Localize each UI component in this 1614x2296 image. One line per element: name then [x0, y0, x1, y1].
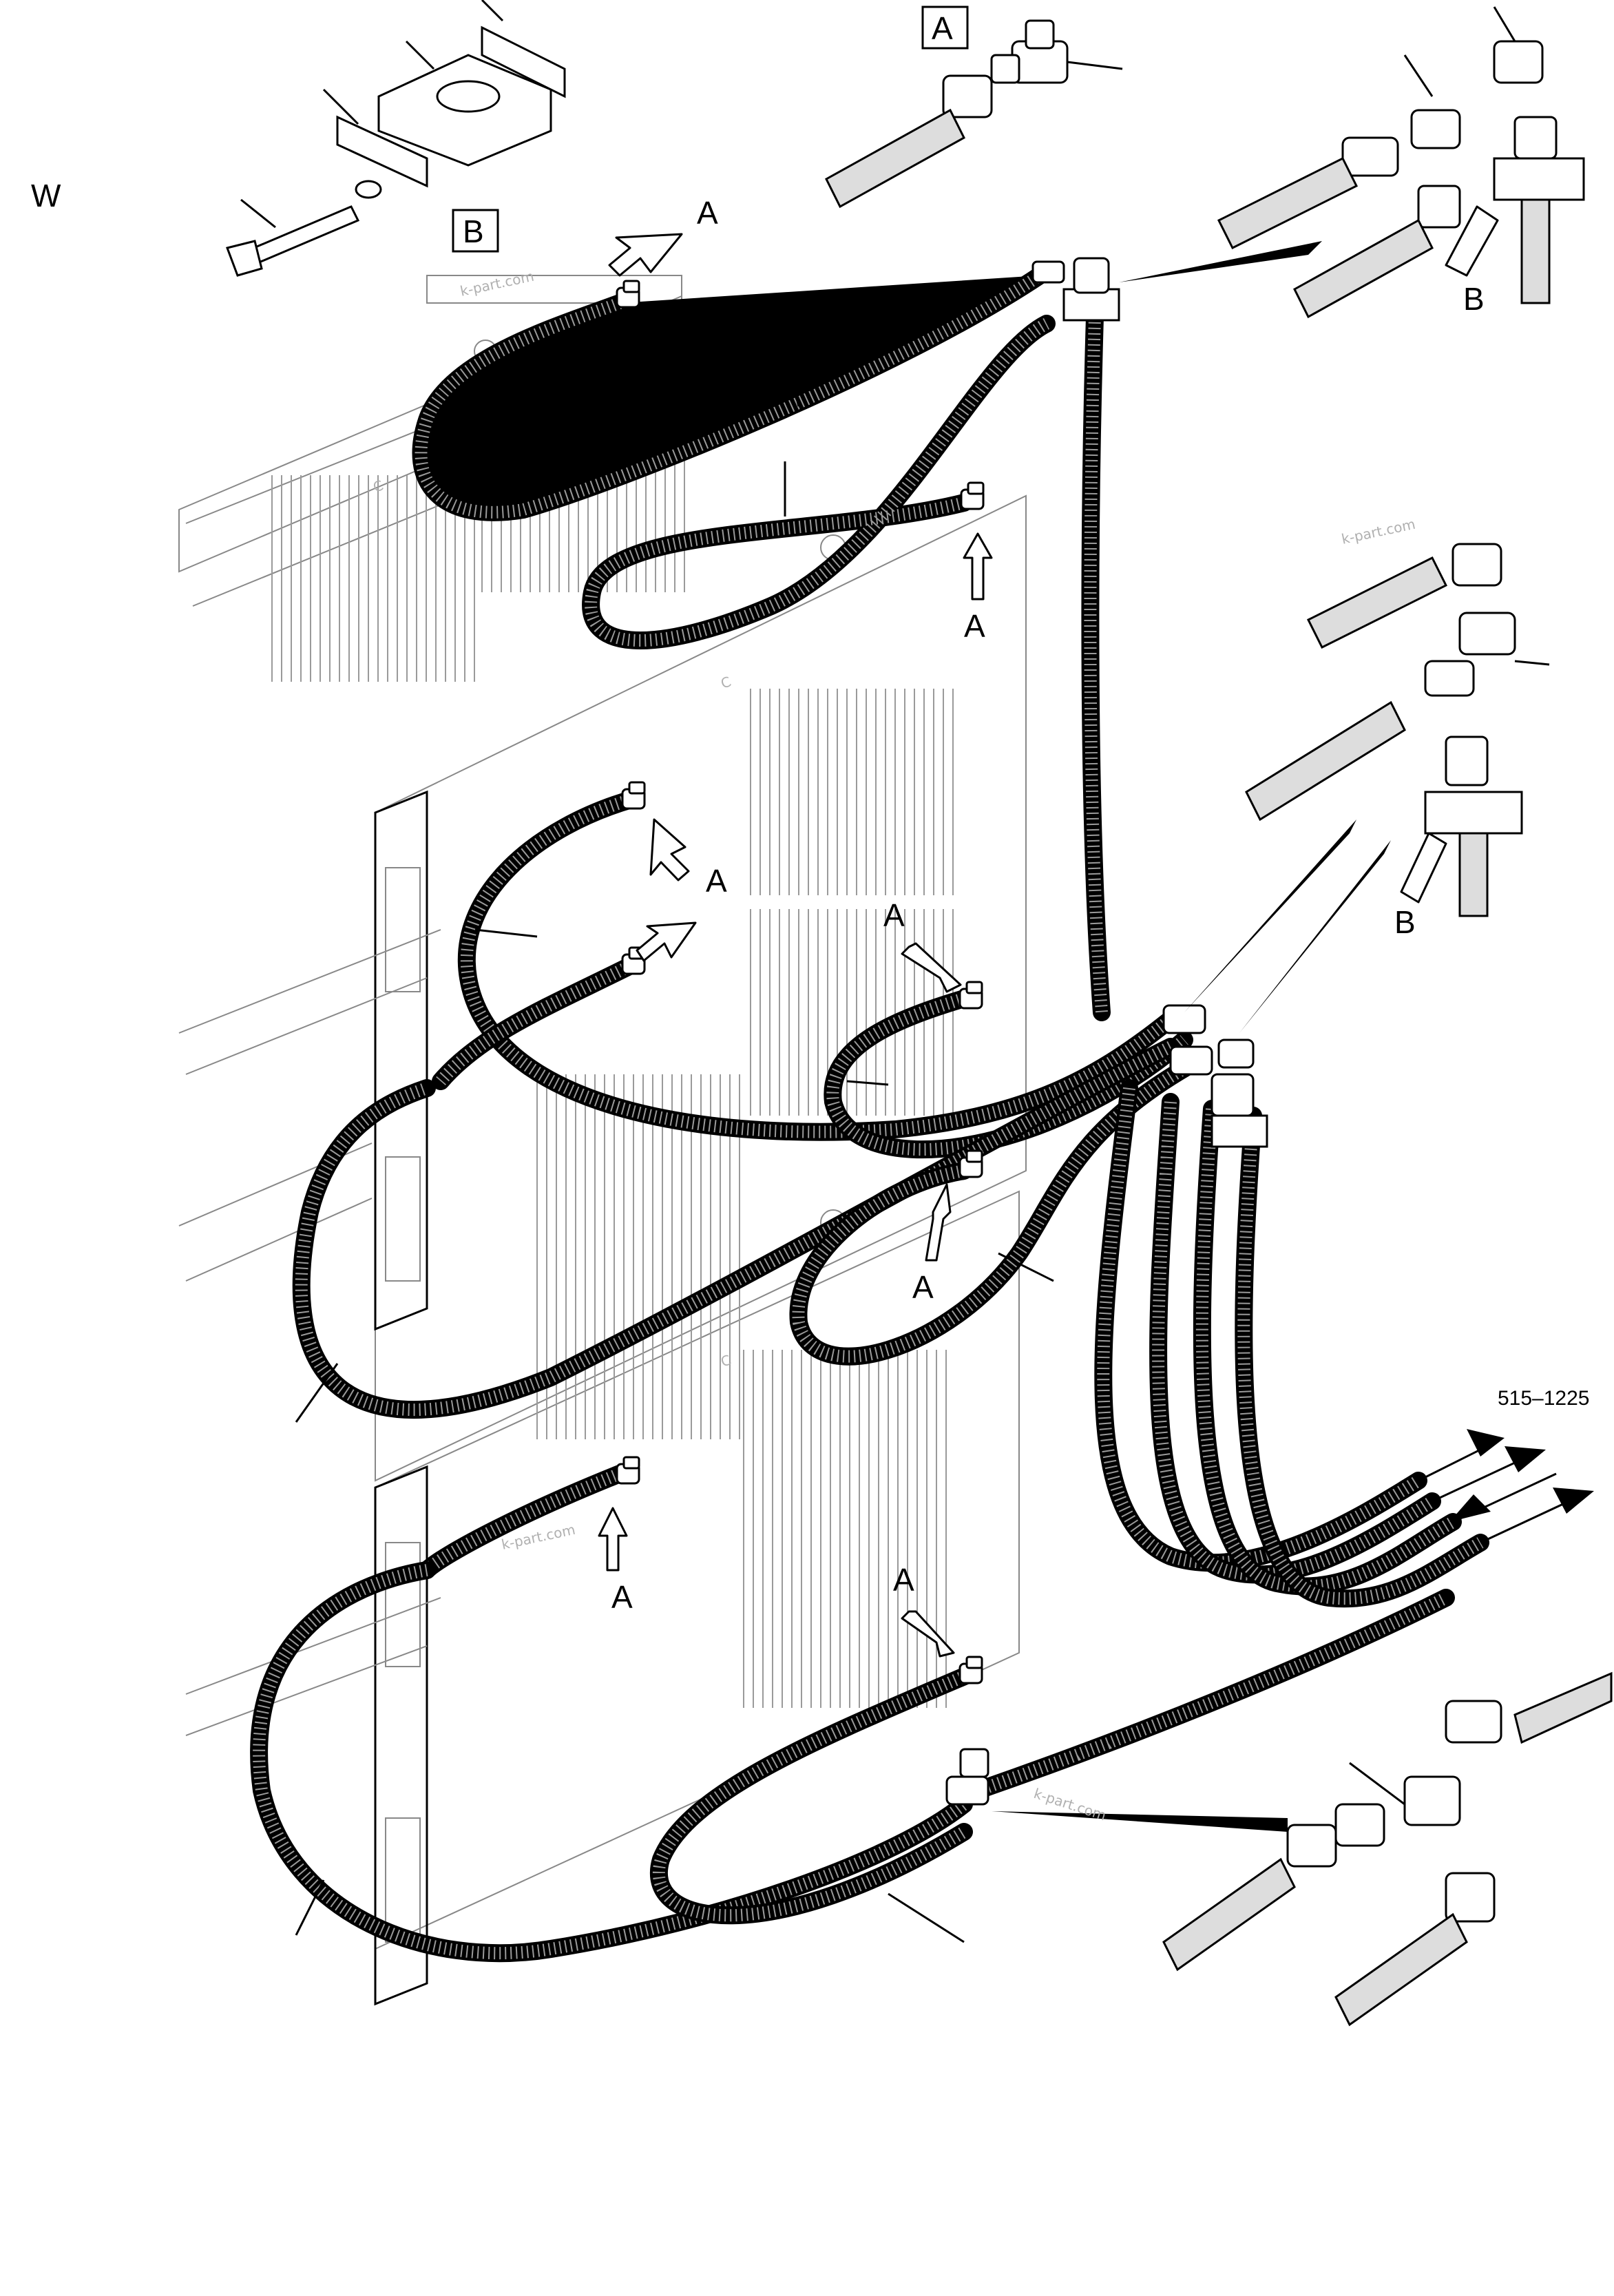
hose-lower-to-bundle: [969, 1589, 1455, 1799]
callout-label-a-6: A: [611, 1579, 633, 1615]
hose-bundle-down-2: [1149, 1093, 1441, 1584]
fitting-upper-1: [616, 280, 640, 309]
detail-box-a: A: [921, 6, 969, 50]
callout-label-a-4: A: [883, 897, 905, 933]
callout-label-a-5: A: [912, 1269, 934, 1305]
svg-text:k-part.com: k-part.com: [1031, 1785, 1108, 1824]
hose-middle-1: [457, 790, 1180, 1141]
svg-text:B: B: [463, 213, 484, 249]
svg-text:C: C: [371, 477, 386, 495]
leader-lines: [295, 351, 1054, 1943]
hose-lower-big-loop: [250, 1561, 973, 1963]
hose-middle-lower-loop: [789, 1052, 1207, 1366]
detail-middle-right: [1245, 543, 1550, 917]
flow-arrows: [1418, 1429, 1594, 1544]
hose-upper-2: [582, 315, 1056, 649]
hose-middle-3: [824, 990, 1193, 1159]
callout-label-b-2: B: [1394, 904, 1416, 940]
callout-label-a-3: A: [706, 863, 727, 899]
hose-vertical-drop: [1081, 308, 1111, 1021]
hose-lower-1: [418, 1465, 629, 1579]
detail-box-b: B: [452, 209, 499, 253]
detail-b-clamp-block: [226, 0, 566, 277]
fitting-lower-1: [616, 1456, 640, 1485]
svg-text:A: A: [932, 10, 953, 46]
fitting-upper-2: [960, 481, 985, 510]
detail-a-tee-fitting: [825, 19, 1123, 209]
hose-bundle-down-1: [1094, 1079, 1427, 1572]
fitting-lower-2: [958, 1656, 983, 1684]
hose-bundle-down-4: [1235, 1107, 1489, 1608]
figure-number: 515–1225: [1498, 1387, 1589, 1410]
cooler-lower: C: [185, 1190, 1020, 2006]
hose-upper-1: [412, 267, 1049, 521]
manifold-block-upper: [1031, 257, 1120, 322]
svg-text:k-part.com: k-part.com: [459, 268, 536, 300]
tee-lower: [945, 1748, 989, 1806]
hose-lower-2: [649, 1664, 980, 1925]
detail-pointer-lines: [992, 241, 1391, 1832]
callout-arrow-shapes: [598, 233, 993, 1658]
manifold-block-middle: [1162, 1004, 1268, 1148]
svg-text:C: C: [719, 673, 733, 691]
fitting-middle-3: [958, 981, 983, 1010]
svg-text:k-part.com: k-part.com: [1340, 516, 1417, 547]
view-label: W: [31, 178, 61, 213]
detail-lower-right: [1162, 1671, 1613, 2027]
callout-label-b-1: B: [1463, 281, 1485, 317]
callout-label-a-2: A: [964, 608, 985, 644]
fitting-middle-1: [621, 781, 646, 810]
hose-middle-long-loop: [292, 1038, 1180, 1419]
hose-bundle-down-3: [1193, 1100, 1462, 1596]
hose-middle-2: [432, 955, 642, 1090]
callout-label-a-7: A: [893, 1562, 914, 1598]
detail-a-top-right: [1217, 6, 1585, 319]
callout-label-a-1: A: [697, 195, 718, 231]
